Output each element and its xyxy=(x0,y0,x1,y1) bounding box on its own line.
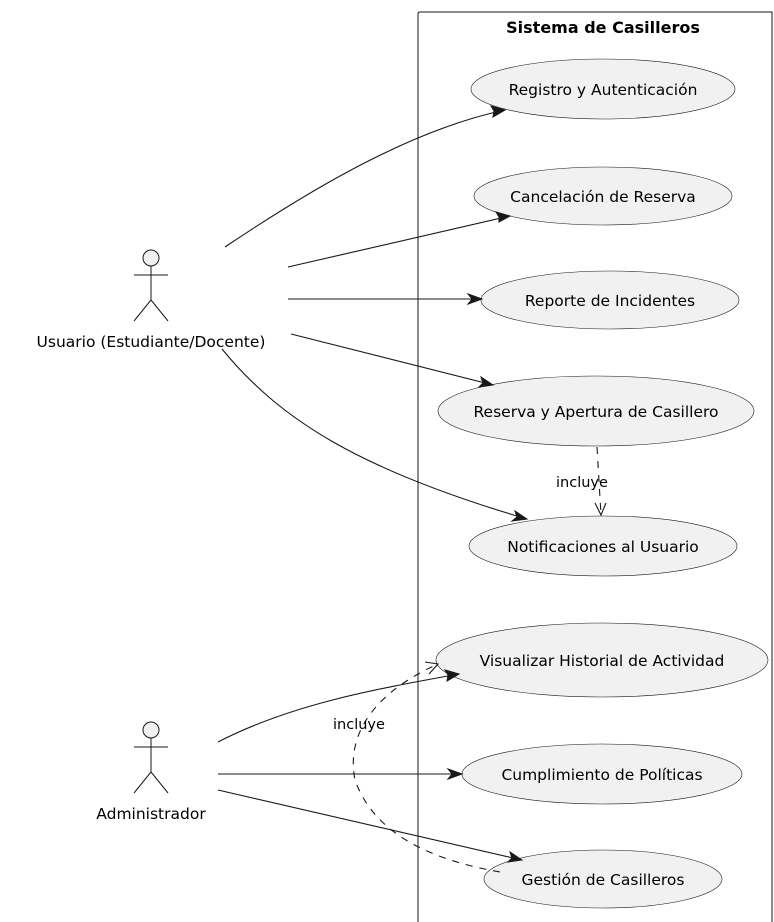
association-usuario-reserva xyxy=(290,333,495,388)
use-case-reserva-label: Reserva y Apertura de Casillero xyxy=(473,403,718,421)
actor-usuario-icon xyxy=(133,249,169,322)
use-case-reporte[interactable]: Reporte de Incidentes xyxy=(480,270,740,330)
association-usuario-reporte xyxy=(288,292,484,306)
actor-administrador-icon xyxy=(133,721,169,794)
use-case-notificaciones-label: Notificaciones al Usuario xyxy=(507,538,699,556)
actor-usuario[interactable]: Usuario (Estudiante/Docente) xyxy=(37,249,266,351)
association-usuario-cancelacion xyxy=(287,211,512,268)
system-boundary: Sistema de Casilleros xyxy=(417,11,773,922)
include-reserva-notificaciones: incluye xyxy=(556,446,608,517)
use-case-notificaciones[interactable]: Notificaciones al Usuario xyxy=(468,515,738,577)
use-case-registro[interactable]: Registro y Autenticación xyxy=(470,58,736,120)
actor-usuario-label: Usuario (Estudiante/Docente) xyxy=(37,333,266,351)
association-administrador-historial xyxy=(217,669,461,743)
use-case-cancelacion[interactable]: Cancelación de Reserva xyxy=(473,166,733,226)
use-case-registro-label: Registro y Autenticación xyxy=(509,81,698,99)
use-case-gestion-label: Gestión de Casilleros xyxy=(522,871,685,889)
actor-administrador-label: Administrador xyxy=(96,805,206,823)
association-usuario-registro xyxy=(224,105,507,248)
association-usuario-notificaciones xyxy=(221,348,529,522)
system-title: Sistema de Casilleros xyxy=(506,18,700,37)
use-case-reserva[interactable]: Reserva y Apertura de Casillero xyxy=(437,375,755,447)
use-case-cumplimiento-label: Cumplimiento de Políticas xyxy=(501,766,702,784)
use-case-gestion[interactable]: Gestión de Casilleros xyxy=(483,849,723,909)
use-case-reporte-label: Reporte de Incidentes xyxy=(525,292,695,310)
use-case-cumplimiento[interactable]: Cumplimiento de Políticas xyxy=(461,743,743,805)
use-case-historial[interactable]: Visualizar Historial de Actividad xyxy=(435,622,769,698)
use-case-historial-label: Visualizar Historial de Actividad xyxy=(480,652,725,670)
include-reserva-notificaciones-label: incluye xyxy=(556,475,608,491)
association-administrador-gestion xyxy=(217,789,524,863)
use-case-cancelacion-label: Cancelación de Reserva xyxy=(510,188,696,206)
association-administrador-cumplimiento xyxy=(218,767,464,781)
include-gestion-historial-label: incluye xyxy=(333,717,385,733)
actor-administrador[interactable]: Administrador xyxy=(96,721,206,823)
include-gestion-historial: incluye xyxy=(333,661,501,873)
